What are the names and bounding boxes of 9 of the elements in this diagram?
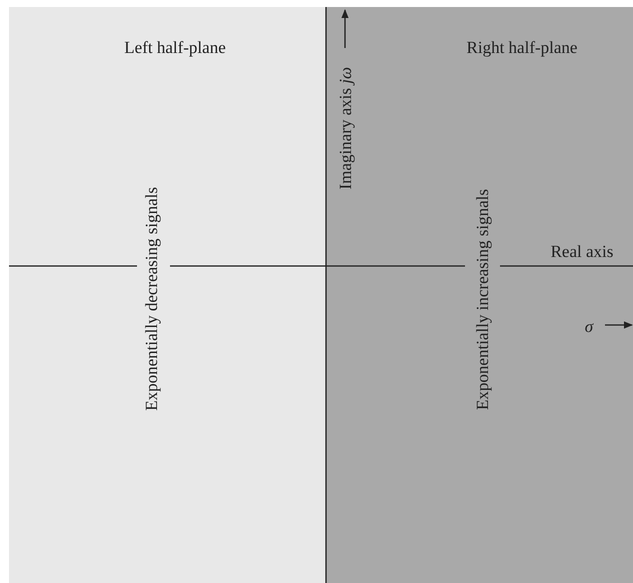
region-caption: Exponentially increasing signals — [474, 188, 490, 410]
axis-label: Real axis — [550, 242, 614, 260]
region-title: Left half-plane — [124, 38, 226, 56]
axis-label: Imaginary axis jω — [336, 66, 354, 190]
half-plane-region — [326, 7, 633, 583]
region-title: Right half-plane — [466, 38, 578, 56]
half-plane-region — [9, 7, 326, 583]
region-caption: Exponentially decreasing signals — [142, 187, 160, 411]
axis-symbol: σ — [584, 318, 594, 334]
